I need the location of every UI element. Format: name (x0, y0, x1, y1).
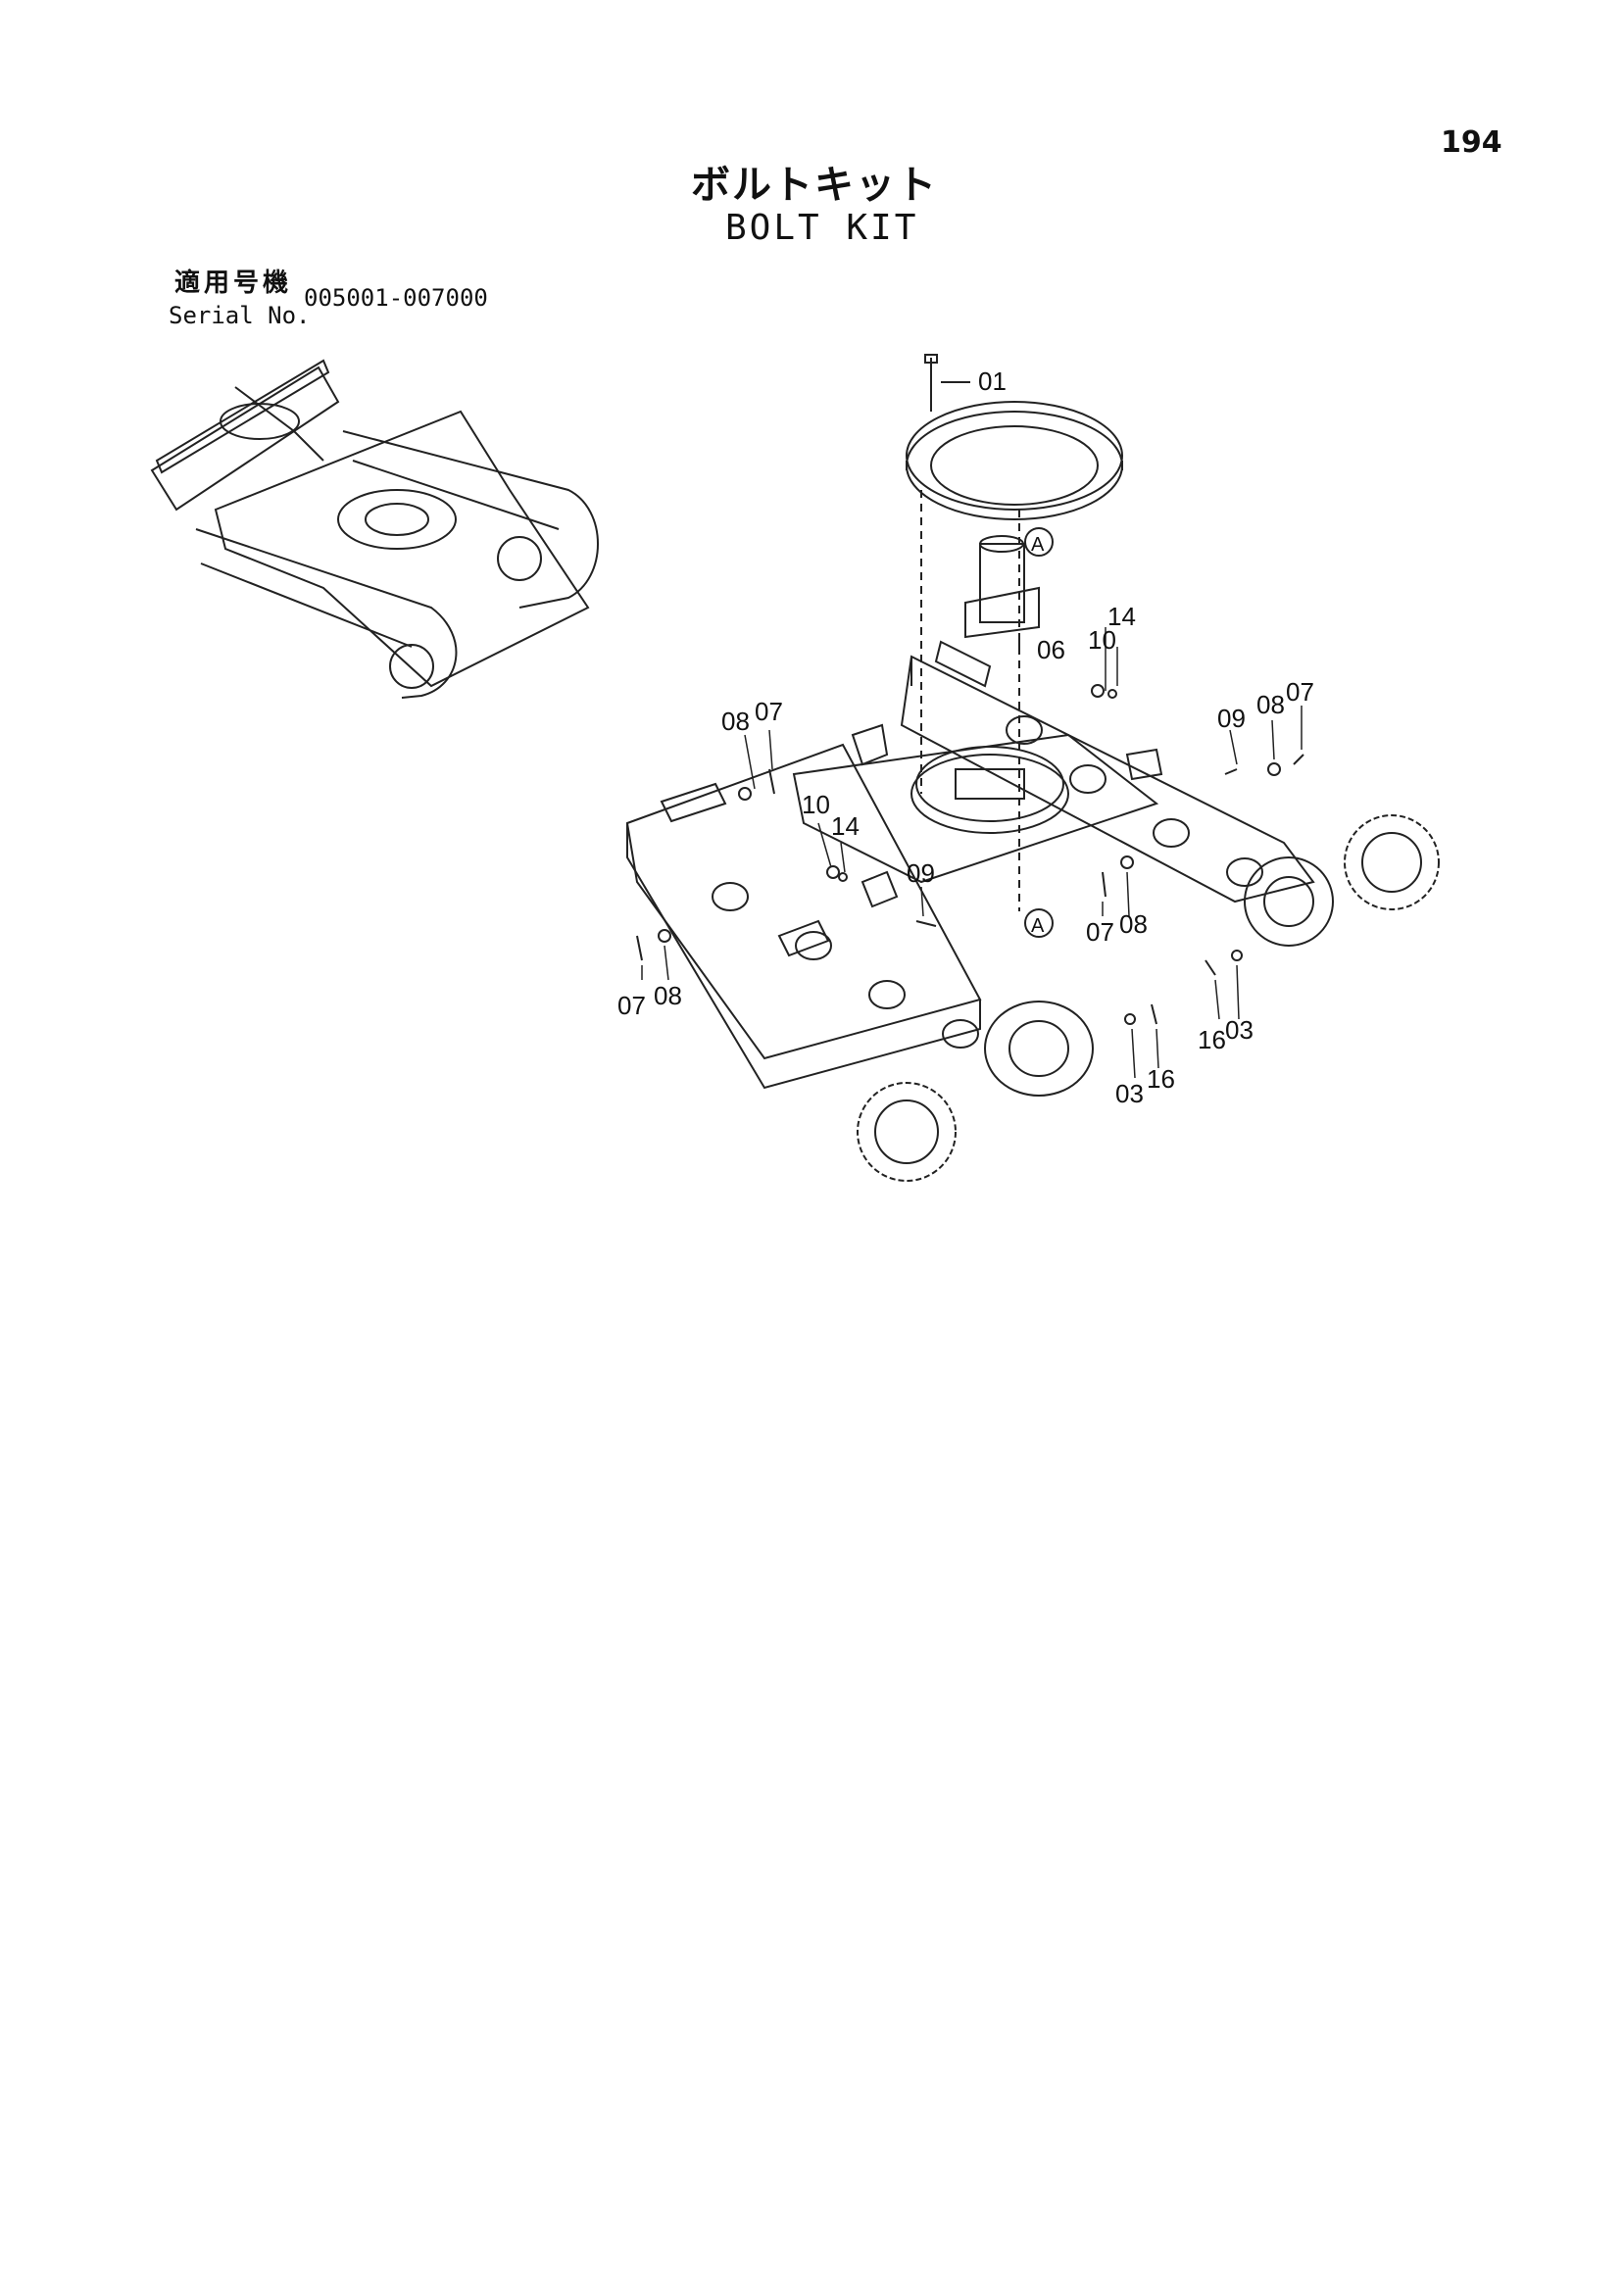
callout-03-lower: 03 (1115, 1079, 1144, 1108)
reference-marker-a-top: A (1031, 534, 1045, 556)
callout-06: 06 (1037, 635, 1065, 664)
callout-08-lower-left: 08 (654, 981, 682, 1010)
serial-label-english: Serial No. (169, 302, 311, 329)
machine-overview-illustration (150, 359, 599, 699)
fasteners (636, 637, 1304, 1025)
callout-labels: 01 06 14 10 08 07 09 08 07 10 14 09 07 0… (617, 366, 1314, 1108)
callout-08-upper-left: 08 (721, 707, 750, 736)
serial-number-range: 005001-007000 (304, 284, 488, 312)
callout-01: 01 (978, 366, 1007, 396)
callout-16-right: 16 (1198, 1025, 1226, 1054)
callout-07-mid-right: 07 (1086, 917, 1114, 947)
page-number: 194 (1441, 125, 1502, 160)
reference-marker-a-bottom: A (1031, 915, 1045, 937)
callout-16-lower: 16 (1147, 1064, 1175, 1094)
callout-09-center: 09 (907, 858, 935, 888)
leader-lines (641, 627, 1303, 1079)
callout-07-right: 07 (1286, 677, 1314, 707)
callout-08-right: 08 (1256, 690, 1285, 719)
page-title-japanese: ボルトキット (691, 163, 938, 208)
callout-09-right: 09 (1217, 704, 1246, 733)
page-title-english: BOLT KIT (725, 208, 919, 248)
serial-label-japanese: 適用号機 (174, 269, 293, 298)
callout-10-center: 10 (802, 790, 830, 819)
callout-10-right: 10 (1088, 625, 1116, 655)
center-joint (964, 527, 1054, 938)
callout-07-lower-left: 07 (617, 991, 646, 1020)
callout-08-mid-right: 08 (1119, 909, 1148, 939)
callout-14-right: 14 (1107, 602, 1136, 631)
swing-bearing-ring (906, 401, 1123, 520)
callout-03-right: 03 (1225, 1015, 1254, 1045)
undercarriage-frame (625, 640, 1440, 1182)
bolt-01 (924, 354, 970, 412)
callout-07-upper-left: 07 (755, 697, 783, 726)
callout-14-center: 14 (831, 811, 860, 841)
